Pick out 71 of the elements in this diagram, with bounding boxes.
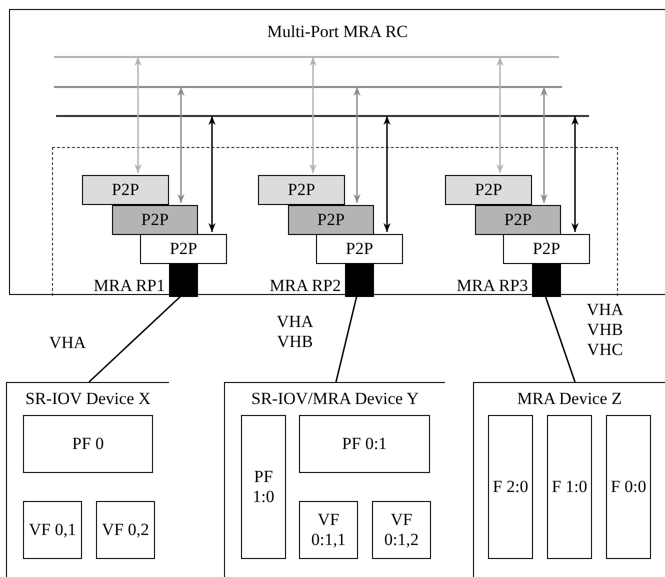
box-label: VF 0,1 — [28, 520, 78, 540]
box-label: P2P — [474, 180, 504, 200]
double-arrow — [496, 57, 504, 173]
box-title: SR-IOV/MRA Device Y — [250, 389, 420, 409]
root-complex-box — [9, 9, 665, 295]
box-label: P2P — [110, 180, 140, 200]
edge-label: VHA — [48, 333, 87, 353]
box-label: P2P — [344, 239, 374, 259]
function-box — [299, 501, 358, 559]
double-arrow — [177, 87, 185, 203]
device-box — [224, 382, 445, 577]
device-box — [6, 382, 169, 577]
function-box — [23, 501, 82, 559]
port-block — [169, 264, 198, 297]
box-label: VF 0:1,1 — [310, 510, 347, 550]
box-title: MRA Device Z — [516, 389, 623, 409]
port-label: MRA RP2 — [270, 276, 341, 296]
box-label: PF 0 — [71, 434, 105, 454]
function-box — [23, 415, 153, 473]
edge-label: VHA VHB — [276, 312, 314, 352]
p2p-bridge-box — [503, 234, 590, 264]
box-label: PF 1:0 — [252, 467, 276, 507]
p2p-bridge-box — [316, 234, 403, 264]
port-label: MRA RP3 — [456, 276, 528, 296]
function-box — [241, 415, 286, 559]
p2p-bridge-box — [112, 205, 198, 235]
p2p-bridge-box — [140, 234, 227, 264]
link-line — [88, 294, 183, 383]
link-line — [544, 294, 576, 382]
box-label: P2P — [140, 210, 170, 230]
function-box — [299, 415, 430, 473]
bus-line — [56, 115, 589, 117]
double-arrow — [383, 116, 391, 232]
double-arrow — [353, 87, 361, 203]
p2p-bridge-box — [445, 175, 532, 205]
function-box — [606, 415, 651, 559]
box-title: Multi-Port MRA RC — [266, 22, 409, 42]
function-box — [96, 501, 155, 559]
box-label: P2P — [316, 210, 346, 230]
box-title: SR-IOV Device X — [24, 389, 152, 409]
device-box — [473, 382, 665, 577]
p2p-bridge-box — [288, 205, 374, 235]
port-block — [345, 264, 374, 297]
box-label: F 0:0 — [610, 477, 648, 497]
function-box — [372, 501, 431, 559]
box-label: P2P — [168, 239, 198, 259]
double-arrow — [540, 87, 548, 203]
box-label: VF 0,2 — [100, 520, 150, 540]
p2p-bridge-box — [82, 175, 169, 205]
p2p-bridge-box — [258, 175, 345, 205]
box-label: P2P — [286, 180, 316, 200]
box-label: F 1:0 — [550, 477, 588, 497]
double-arrow — [309, 57, 317, 173]
bus-line — [54, 56, 559, 58]
edge-label: VHA VHB VHC — [586, 300, 624, 360]
port-label: MRA RP1 — [94, 276, 165, 296]
dashed-region — [52, 147, 618, 296]
box-label: PF 0:1 — [341, 434, 388, 454]
box-label: VF 0:1,2 — [383, 510, 420, 550]
box-label: P2P — [503, 210, 533, 230]
double-arrow — [571, 116, 579, 232]
port-block — [532, 264, 561, 297]
bus-line — [54, 86, 562, 88]
function-box — [547, 415, 592, 559]
double-arrow — [134, 57, 142, 173]
box-label: F 2:0 — [492, 477, 530, 497]
link-line — [335, 294, 358, 382]
box-label: P2P — [532, 239, 562, 259]
double-arrow — [208, 116, 216, 232]
function-box — [488, 415, 533, 559]
p2p-bridge-box — [475, 205, 561, 235]
